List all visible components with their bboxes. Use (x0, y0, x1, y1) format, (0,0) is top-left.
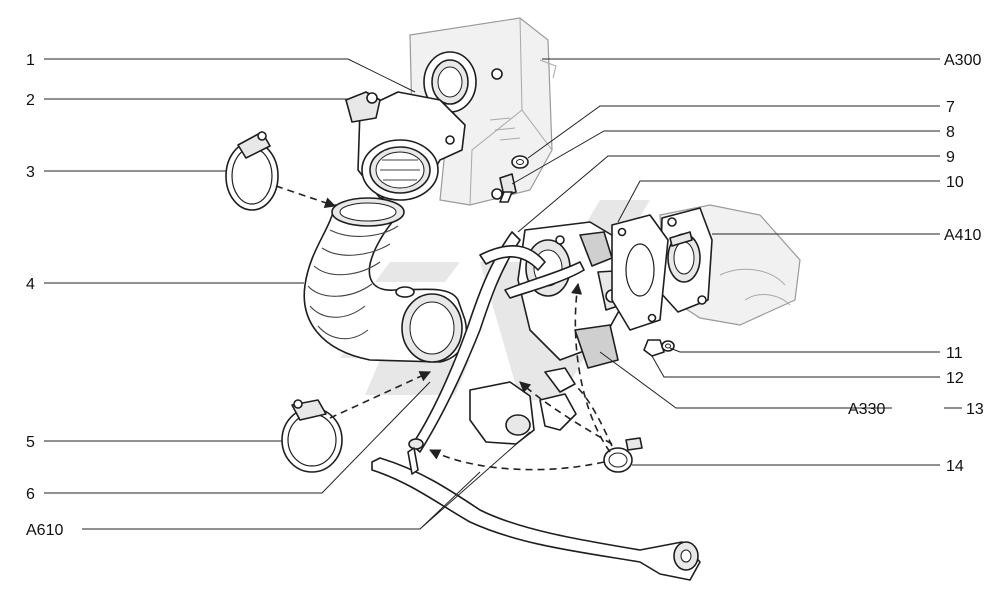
hose-clamp-14 (603, 437, 643, 473)
callout-a300: A300 (944, 52, 981, 69)
callout-1: 1 (26, 52, 35, 69)
callout-5: 5 (26, 434, 35, 451)
callout-7: 7 (946, 99, 955, 116)
callout-labels: 1 2 3 4 5 6 A610 A300 7 8 9 10 A410 11 1… (26, 52, 984, 539)
callout-14: 14 (946, 458, 964, 475)
intake-duct (303, 197, 467, 363)
intake-manifold-a410 (659, 204, 801, 326)
coolant-pipe-a610 (371, 367, 701, 581)
callout-2: 2 (26, 92, 35, 109)
hose-clamp-5 (281, 399, 343, 473)
callout-12: 12 (946, 370, 964, 387)
callout-13: 13 (966, 401, 984, 418)
callout-9: 9 (946, 149, 955, 166)
air-flow-meter (345, 91, 466, 201)
hose-clamp-3 (225, 131, 279, 211)
callout-8: 8 (946, 124, 955, 141)
callout-a610: A610 (26, 522, 63, 539)
gasket (611, 214, 669, 331)
callout-a410: A410 (944, 227, 981, 244)
leader-lines (44, 58, 962, 530)
fasteners (499, 155, 693, 357)
callout-10: 10 (946, 174, 964, 191)
callout-a330: A330 (848, 401, 885, 418)
breather-hose (408, 231, 521, 453)
callout-4: 4 (26, 276, 35, 293)
callout-6: 6 (26, 486, 35, 503)
callout-11: 11 (946, 345, 963, 362)
callout-3: 3 (26, 164, 35, 181)
assembly-arrows (275, 185, 613, 471)
